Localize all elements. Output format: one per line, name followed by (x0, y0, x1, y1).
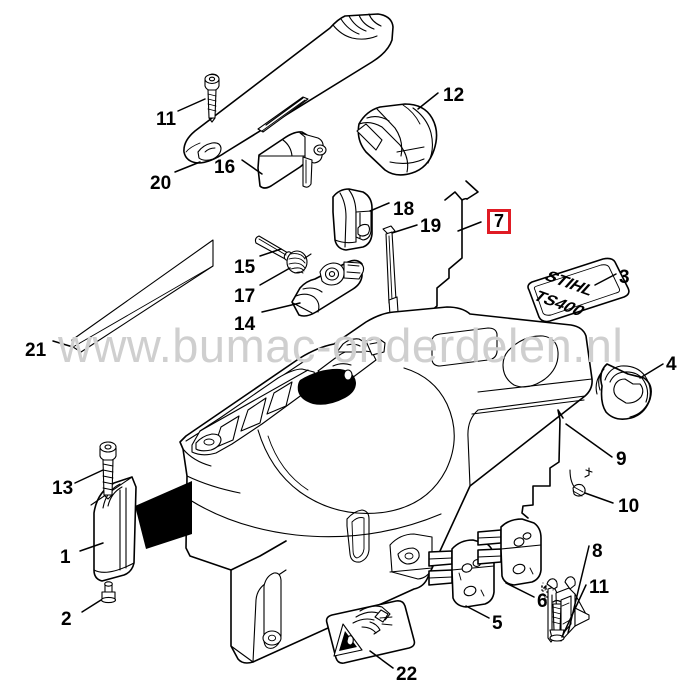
leader-lines (52, 92, 664, 669)
callout-screw-11[interactable]: 11 (589, 577, 610, 598)
part-8-clamp-bracket (541, 576, 590, 643)
callout-rubber-boot-12[interactable]: 12 (443, 85, 465, 106)
callout-throttle-rod-19[interactable]: 19 (420, 216, 442, 237)
callout-screw-11[interactable]: 11 (156, 109, 177, 130)
callout-deflector-guard-1[interactable]: 1 (60, 547, 71, 568)
part-11-screw-bottom (549, 589, 565, 642)
callout-vibration-mount-block-5[interactable]: 5 (492, 613, 503, 634)
part-16-handle-insert (257, 131, 327, 189)
part-14-trigger-interlock-lever (291, 259, 365, 317)
callout-rubber-grommet-4[interactable]: 4 (666, 354, 677, 375)
callout-seal-strip-21[interactable]: 21 (25, 340, 47, 361)
part-20-handle-shell (183, 13, 394, 164)
part-13-bolt (99, 441, 117, 500)
part-12-rubber-boot (356, 103, 438, 176)
callout-model-nameplate-sticker-3[interactable]: 3 (619, 267, 630, 288)
part-2-nut (100, 581, 117, 604)
callout-throttle-trigger-18[interactable]: 18 (393, 199, 415, 220)
part-21-seal-strip (71, 239, 214, 353)
callout-throttle-cable-9[interactable]: 9 (616, 449, 627, 470)
part-10-cable-spring (569, 467, 593, 497)
main-housing-body (135, 306, 593, 664)
callout-handle-shell-20[interactable]: 20 (150, 173, 172, 194)
callout-wire-bracket-7[interactable]: 7 (487, 209, 512, 234)
callout-handle-insert-16[interactable]: 16 (214, 157, 236, 178)
part-7-wire-bracket (429, 180, 479, 313)
callout-nut-2[interactable]: 2 (61, 609, 72, 630)
callout-torsion-spring-17[interactable]: 17 (234, 286, 256, 307)
part-4-rubber-grommet (595, 363, 652, 420)
part-11-screw-top (204, 73, 220, 123)
part-22-warning-label (325, 600, 416, 664)
callout-vibration-mount-block-6[interactable]: 6 (537, 591, 548, 612)
part-1-deflector-guard (90, 476, 137, 582)
part-6-vibration-mount (477, 518, 542, 586)
part-19-throttle-rod (382, 225, 399, 316)
callout-pivot-pin-15[interactable]: 15 (234, 257, 256, 278)
part-18-throttle-trigger (332, 188, 373, 251)
callout-trigger-interlock-lever-14[interactable]: 14 (234, 314, 256, 335)
part-17-torsion-spring (286, 250, 312, 274)
callout-warning-safety-label-22[interactable]: 22 (396, 664, 418, 685)
callout-clamp-bracket-8[interactable]: 8 (592, 541, 603, 562)
part-9-throttle-cable (521, 409, 564, 519)
callout-cable-spring-10[interactable]: 10 (618, 496, 640, 517)
callout-bolt-13[interactable]: 13 (52, 478, 74, 499)
